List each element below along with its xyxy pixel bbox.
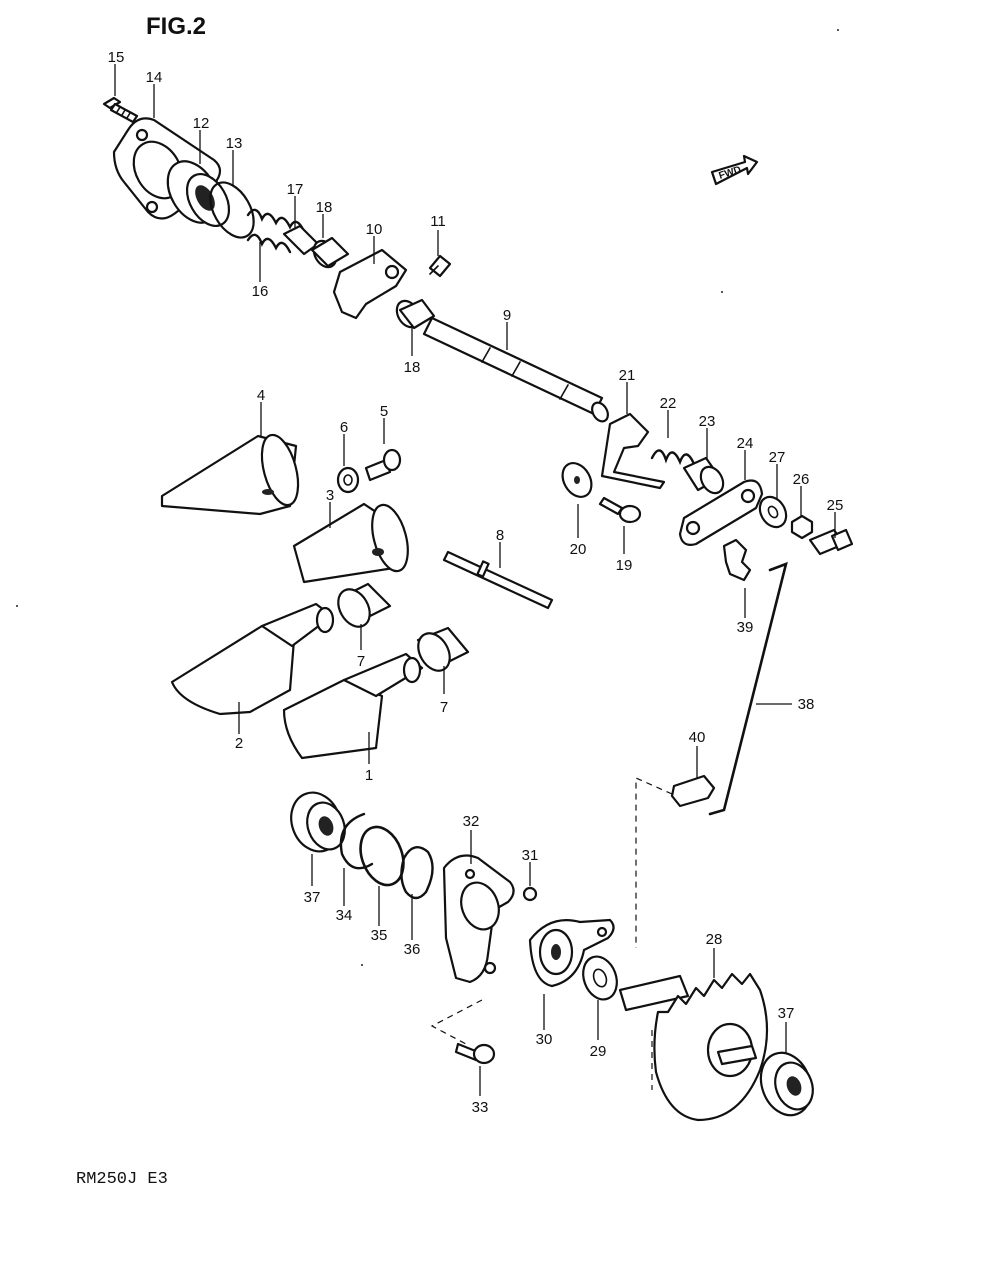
part-2-valve bbox=[170, 602, 335, 716]
callout-18: 18 bbox=[316, 199, 333, 216]
part-30-cam bbox=[528, 918, 615, 988]
fwd-label: FWD bbox=[718, 164, 743, 182]
callout-30: 30 bbox=[536, 1031, 553, 1048]
callout-7-lower: 7 bbox=[440, 699, 448, 716]
part-4-valve bbox=[160, 433, 300, 516]
callout-12: 12 bbox=[193, 115, 210, 132]
part-18-bushing-upper bbox=[310, 236, 350, 269]
model-code: RM250J E3 bbox=[76, 1170, 168, 1189]
part-36-gasket bbox=[400, 846, 434, 900]
callout-32: 32 bbox=[463, 813, 480, 830]
fwd-arrow-icon: FWD bbox=[710, 154, 759, 186]
part-39-clamp bbox=[722, 538, 752, 582]
part-11-screw bbox=[428, 254, 452, 278]
callout-39: 39 bbox=[737, 619, 754, 636]
callout-11: 11 bbox=[430, 213, 446, 230]
callout-10: 10 bbox=[366, 221, 383, 238]
part-22-spring bbox=[650, 449, 696, 466]
callout-16: 16 bbox=[252, 283, 269, 300]
callout-9: 9 bbox=[503, 307, 511, 324]
callout-24: 24 bbox=[737, 435, 754, 452]
part-31-ball bbox=[522, 886, 538, 902]
callout-38: 38 bbox=[798, 696, 815, 713]
callout-3: 3 bbox=[326, 487, 334, 504]
part-29-washer bbox=[582, 955, 618, 1001]
callout-18-lower: 18 bbox=[404, 359, 421, 376]
part-34-circlip bbox=[339, 812, 374, 870]
callout-34: 34 bbox=[336, 907, 353, 924]
part-3-valve bbox=[292, 502, 409, 584]
connector-line-33 bbox=[430, 999, 483, 1045]
part-33-screw bbox=[454, 1042, 496, 1065]
part-13-o-ring bbox=[209, 181, 255, 239]
callout-25: 25 bbox=[827, 497, 844, 514]
callout-21: 21 bbox=[619, 367, 636, 384]
callout-14: 14 bbox=[146, 69, 163, 86]
part-12-housing bbox=[166, 160, 231, 227]
part-20-washer bbox=[561, 462, 593, 498]
scan-specks bbox=[16, 29, 839, 966]
callout-2: 2 bbox=[235, 735, 243, 752]
part-38-rod bbox=[708, 561, 788, 816]
part-37-bearing-left bbox=[290, 791, 346, 853]
part-10-lever bbox=[332, 248, 408, 320]
part-7-collar-upper bbox=[337, 582, 392, 628]
callout-1: 1 bbox=[365, 767, 373, 784]
part-15-bolt bbox=[102, 96, 139, 124]
callout-20: 20 bbox=[570, 541, 587, 558]
part-9-shaft bbox=[422, 316, 609, 423]
callout-29: 29 bbox=[590, 1043, 607, 1060]
part-32-plate bbox=[442, 854, 515, 984]
part-6-washer bbox=[336, 466, 360, 494]
part-16-spring bbox=[246, 208, 306, 254]
part-18-bushing-lower bbox=[395, 298, 436, 330]
callout-15: 15 bbox=[108, 49, 125, 66]
callout-7-upper: 7 bbox=[357, 653, 365, 670]
part-26-nut bbox=[790, 514, 814, 540]
callout-17: 17 bbox=[287, 181, 304, 198]
callout-40: 40 bbox=[689, 729, 706, 746]
part-21-plate bbox=[600, 412, 666, 490]
part-24-arm bbox=[678, 479, 764, 546]
callout-31: 31 bbox=[522, 847, 539, 864]
callout-22: 22 bbox=[660, 395, 677, 412]
part-27-washer bbox=[758, 495, 788, 529]
callout-23: 23 bbox=[699, 413, 716, 430]
callout-26: 26 bbox=[793, 471, 810, 488]
connector-line-40 bbox=[635, 777, 673, 948]
callout-33: 33 bbox=[472, 1099, 489, 1116]
callout-8: 8 bbox=[496, 527, 504, 544]
part-19-screw bbox=[598, 496, 642, 524]
part-25-bolt bbox=[808, 528, 854, 556]
leader-lines bbox=[114, 64, 836, 1096]
callout-5: 5 bbox=[380, 403, 388, 420]
callout-36: 36 bbox=[404, 941, 421, 958]
part-5-bolt bbox=[364, 448, 402, 482]
part-35-o-ring bbox=[359, 825, 405, 887]
callout-37-left: 37 bbox=[304, 889, 321, 906]
part-7-collar-lower bbox=[416, 626, 470, 672]
callout-13: 13 bbox=[226, 135, 243, 152]
callout-19: 19 bbox=[616, 557, 633, 574]
callout-6: 6 bbox=[340, 419, 348, 436]
part-28-gear bbox=[618, 972, 769, 1122]
callout-35: 35 bbox=[371, 927, 388, 944]
part-8-pin bbox=[442, 550, 554, 610]
part-23-collar bbox=[682, 456, 725, 495]
callout-numbers: 15 14 12 13 17 18 16 10 11 18 9 21 22 23… bbox=[108, 49, 844, 1116]
callout-27: 27 bbox=[769, 449, 786, 466]
part-37-bearing-right bbox=[759, 1051, 814, 1117]
callout-37-right: 37 bbox=[778, 1005, 795, 1022]
part-40-clip bbox=[670, 774, 716, 808]
part-1-valve bbox=[282, 652, 424, 760]
callout-4: 4 bbox=[257, 387, 265, 404]
callout-28: 28 bbox=[706, 931, 723, 948]
figure-title: FIG.2 bbox=[146, 13, 206, 40]
